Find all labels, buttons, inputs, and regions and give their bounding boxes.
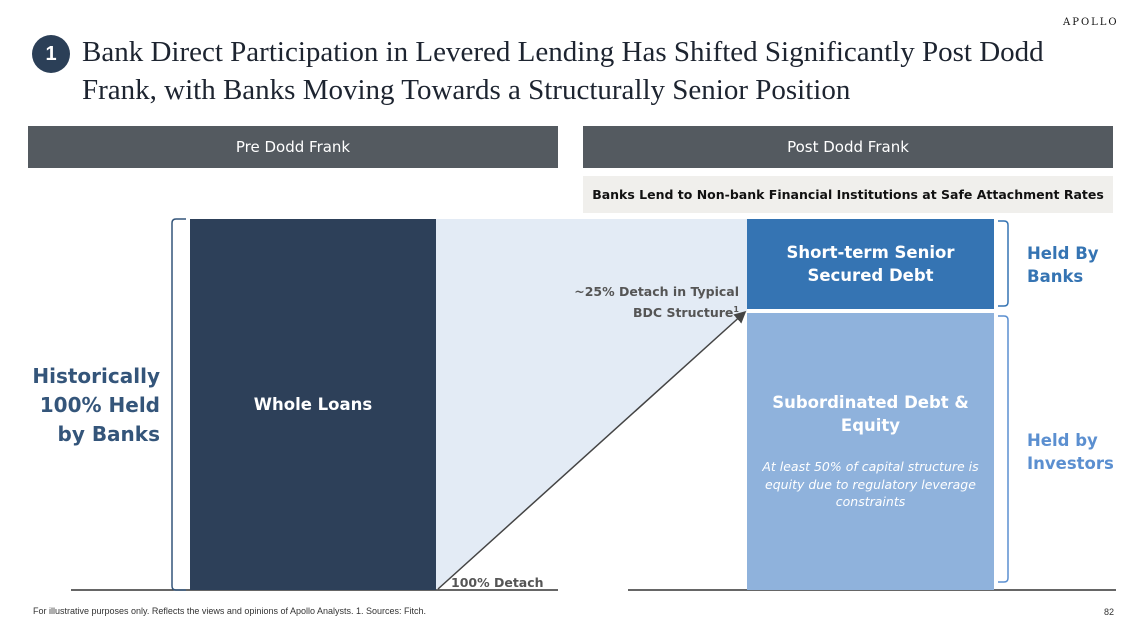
held-by-investors-line-2: Investors [1027, 454, 1114, 473]
post-subheader: Banks Lend to Non-bank Financial Institu… [583, 176, 1113, 213]
held-by-banks-label: Held By Banks [1027, 242, 1099, 288]
historically-line-1: Historically [32, 364, 160, 388]
page-number: 82 [1104, 607, 1115, 617]
banks-bracket [998, 220, 1009, 307]
historically-held-label: Historically 100% Held by Banks [20, 362, 160, 449]
left-bracket [171, 218, 186, 591]
held-by-investors-label: Held by Investors [1027, 429, 1114, 475]
detach-25-line-1: ~25% Detach in Typical [574, 284, 739, 299]
detach-shade-area [436, 219, 747, 590]
detach-25-line-2: BDC Structure [633, 304, 734, 320]
pre-dodd-frank-header: Pre Dodd Frank [28, 126, 558, 168]
slide-number-badge: 1 [32, 35, 70, 73]
detach-100-label: 100% Detach [451, 575, 544, 590]
subordinated-note: At least 50% of capital structure is equ… [762, 459, 979, 509]
held-by-banks-line-1: Held By [1027, 244, 1099, 263]
subordinated-debt-equity-label: Subordinated Debt & Equity [772, 393, 969, 435]
whole-loans-block: Whole Loans [190, 219, 436, 590]
investors-bracket [998, 315, 1009, 583]
detach-arrow [437, 310, 747, 590]
historically-line-2: 100% Held [39, 393, 160, 417]
subordinated-debt-equity-block: Subordinated Debt & Equity At least 50% … [747, 313, 994, 590]
slide-title: Bank Direct Participation in Levered Len… [82, 36, 1044, 106]
apollo-logo: APOLLO [1063, 17, 1119, 28]
detach-25-label: ~25% Detach in Typical BDC Structure1 [560, 283, 739, 321]
held-by-investors-line-1: Held by [1027, 431, 1098, 450]
senior-secured-debt-label: Short-term Senior Secured Debt [786, 243, 955, 285]
held-by-banks-line-2: Banks [1027, 267, 1084, 286]
post-dodd-frank-header: Post Dodd Frank [583, 126, 1113, 168]
whole-loans-label: Whole Loans [253, 395, 373, 414]
footnote-ref: 1 [733, 304, 739, 314]
senior-secured-debt-block: Short-term Senior Secured Debt [747, 219, 994, 309]
footnote: For illustrative purposes only. Reflects… [33, 606, 427, 616]
historically-line-3: by Banks [57, 422, 161, 446]
